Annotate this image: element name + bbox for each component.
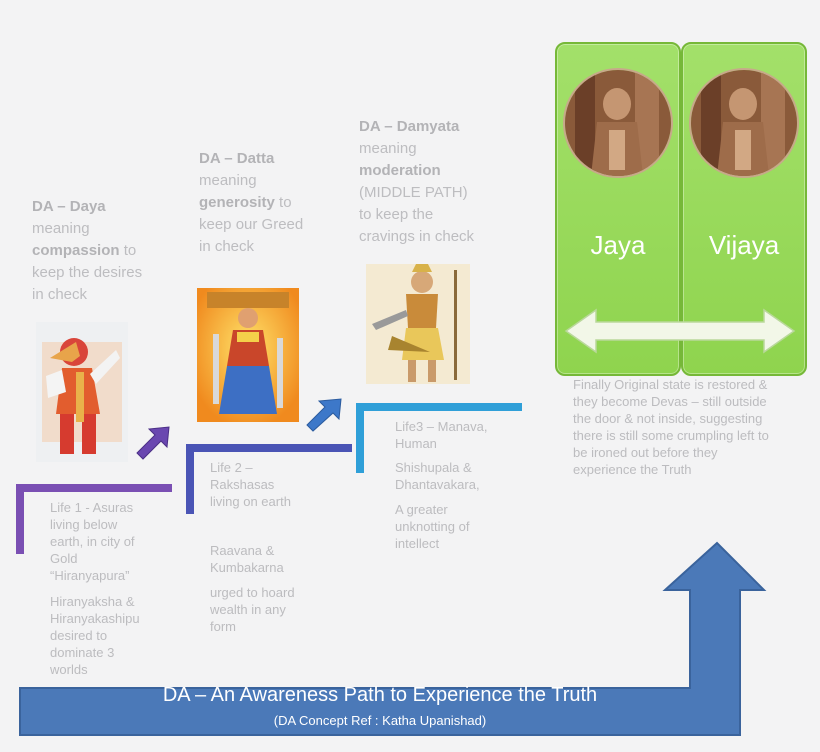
double-arrow-icon [564,308,796,354]
final-text-line: the door & not inside, suggesting [573,411,763,426]
stage-2-virtue: generosity [199,194,275,211]
step-3-bracket [356,403,522,473]
stage-2-life-line: Rakshasas [210,477,275,492]
stage-1-life-line: Life 1 - Asuras [50,500,134,515]
stage-3-line2: (MIDDLE PATH) [359,184,468,201]
final-text-line: be ironed out before they [573,445,718,460]
stage-3-title: DA – Damyata [359,118,460,135]
footer-title: DA – An Awareness Path to Experience the… [162,684,598,706]
stage-2-extra: urged to hoard wealth in any form [210,584,330,635]
stage-1-title: DA – Daya [32,198,106,215]
stage-2-extra-line: wealth in any [210,602,286,617]
stage-3-life-desc: Life3 – Manava, Human [395,418,515,452]
stage-3-life-line: Life3 – Manava, [395,419,488,434]
stage-3-extra-line: unknotting of [395,519,470,534]
stage-2-examples: Raavana & Kumbakarna [210,542,330,576]
stage-1-example-line: Hiranyakashipu [50,611,140,626]
hanuman-figure-icon [36,322,128,462]
ravana-figure-icon [197,288,299,422]
stage-2-extra-line: form [210,619,236,634]
vijaya-panel: Vijaya [681,42,807,376]
stage-1-life-line: earth, in city of [50,534,135,549]
step-1-bracket [16,484,172,554]
stage-1-line1: meaning [32,220,90,237]
stage-1-example-line: dominate 3 [50,645,115,660]
stage-1-line3: keep the desires [32,264,143,281]
stage-2-line4: in check [199,238,255,255]
stage-2-life-line: Life 2 – [210,460,253,475]
stage-2-example-line: Kumbakarna [210,560,284,575]
stage-1-life-desc: Life 1 - Asuras living below earth, in c… [50,499,170,584]
stage-2-title: DA – Datta [199,150,275,167]
stage-3-examples: Shishupala & Dhantavakara, [395,459,515,493]
stage-2-line3: keep our Greed [199,216,304,233]
jaya-panel: Jaya [555,42,681,376]
final-text-line: they become Devas – still outside [573,394,767,409]
stage-3-life-line: Human [395,436,437,451]
stage-1-life-line: Gold [50,551,78,566]
stage-2-heading: DA – Datta meaning generosity to keep ou… [199,148,359,258]
final-text-line: experience the Truth [573,462,692,477]
gatekeeper-statue-icon [689,68,799,178]
stage-3-heading: DA – Damyata meaning moderation (MIDDLE … [359,116,529,248]
rise-arrow-2-icon [306,398,342,432]
stage-3-extra-line: A greater [395,502,448,517]
stage-3-example-line: Dhantavakara, [395,477,480,492]
stage-1-example-line: worlds [50,662,88,677]
stage-1-line2-rest: to [123,242,137,259]
rise-arrow-1-icon [136,426,170,460]
gatekeeper-statue-icon [563,68,673,178]
stage-3-extra-line: intellect [395,536,440,551]
stage-3-line1: meaning [359,140,417,157]
stage-2-line2-rest: to [279,194,292,211]
stage-3-virtue: moderation [359,162,441,179]
stage-1-virtue: compassion [32,242,120,259]
stage-2-extra-line: urged to hoard [210,585,295,600]
stage-2-life-line: living on earth [210,494,291,509]
final-text-line: there is still some crumpling left to [573,428,769,443]
stage-2-line1: meaning [199,172,257,189]
stage-1-life-line: living below [50,517,118,532]
stage-1-examples: Hiranyaksha & Hiranyakashipu desired to … [50,593,170,678]
stage-1-line4: in check [32,286,88,303]
stage-1-example-line: desired to [50,628,108,643]
vijaya-label: Vijaya [708,230,780,260]
step-2-bracket [186,444,352,514]
final-text-line: Finally Original state is restored & [573,377,768,392]
jaya-label: Jaya [590,230,646,260]
stage-1-life-line: “Hiranyapura” [50,568,130,583]
final-state-text: Finally Original state is restored & the… [573,376,813,478]
warrior-figure-icon [366,264,470,384]
stage-2-life-desc: Life 2 – Rakshasas living on earth [210,459,330,510]
stage-2-example-line: Raavana & [210,543,275,558]
stage-3-line3: to keep the [359,206,434,223]
stage-1-example-line: Hiranyaksha & [50,594,135,609]
stage-1-heading: DA – Daya meaning compassion to keep the… [32,196,192,306]
stage-3-line4: cravings in check [359,228,475,245]
stage-3-extra: A greater unknotting of intellect [395,501,515,552]
stage-3-example-line: Shishupala & [395,460,472,475]
footer-subtitle: (DA Concept Ref : Katha Upanishad) [273,713,487,728]
